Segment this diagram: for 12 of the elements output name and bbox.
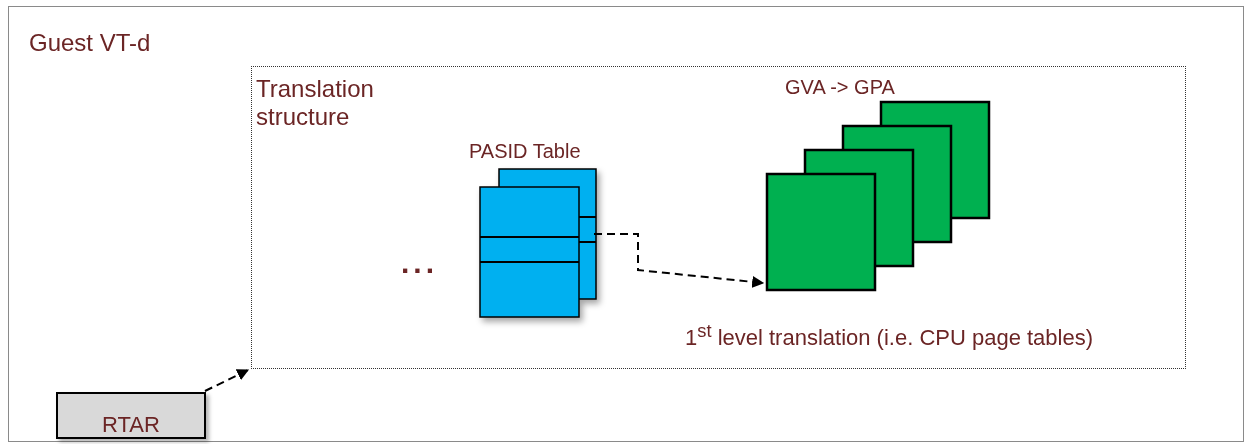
register-label: RTAR [102, 412, 160, 437]
node-label: 1$^{st}$ level translation (i.e. CPU page tables) [685, 320, 1094, 351]
register-box [56, 392, 206, 439]
outer-panel [8, 6, 1244, 442]
dashed-arrow [593, 233, 765, 288]
region-title: Translation structure [256, 75, 375, 131]
stack-title: GVA -> GPA [785, 76, 895, 99]
table-title: PASID Table [469, 140, 581, 163]
dotted-region [251, 66, 1186, 369]
panel-title: Guest VT-d [29, 29, 151, 57]
dashed-arrow [204, 369, 250, 392]
ellipsis-label: ... [401, 246, 438, 281]
